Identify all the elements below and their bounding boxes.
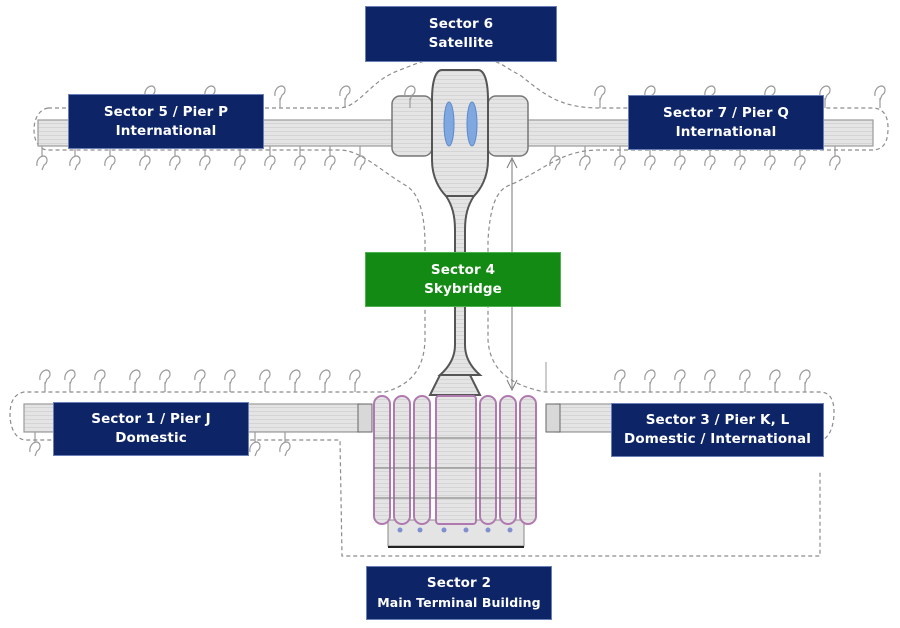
- aircraft-stand-icon: [339, 85, 351, 108]
- aircraft-stand-icon: [249, 432, 261, 457]
- sector-6-title: Sector 6: [428, 16, 494, 32]
- aircraft-stand-icon: [259, 369, 271, 392]
- aircraft-stand-icon: [819, 85, 831, 108]
- sector-5-title: Sector 5 / Pier P: [103, 103, 229, 120]
- aircraft-stand-icon: [289, 369, 301, 392]
- aircraft-stand-icon: [29, 432, 41, 457]
- aircraft-stand-icon: [294, 146, 306, 171]
- sector-4-title: Sector 4: [430, 261, 496, 278]
- aircraft-stand-icon: [644, 369, 656, 392]
- aircraft-stand-icon: [319, 369, 331, 392]
- sector-2-title: Sector 2: [426, 575, 492, 591]
- sector-7-subtitle: International: [675, 123, 777, 140]
- sector-4-subtitle: Skybridge: [424, 280, 502, 297]
- aircraft-stand-icon: [349, 369, 361, 392]
- aircraft-stand-icon: [194, 369, 206, 392]
- aircraft-stand-icon: [739, 369, 751, 392]
- aircraft-stand-icon: [274, 85, 286, 108]
- aircraft-stand-icon: [279, 432, 291, 457]
- sector-2-label[interactable]: Sector 2 Main Terminal Building: [366, 566, 552, 620]
- aircraft-stand-icon: [404, 85, 416, 108]
- aircraft-stand-icon: [264, 146, 276, 171]
- aircraft-stand-icon: [234, 146, 246, 171]
- aircraft-stands: [29, 85, 886, 457]
- sector-3-title: Sector 3 / Pier K, L: [645, 412, 790, 428]
- sector-1-subtitle: Domestic: [115, 430, 187, 446]
- aircraft-stand-icon: [614, 146, 626, 171]
- sector-3-subtitle: Domestic / International: [624, 431, 811, 447]
- aircraft-stand-icon: [199, 146, 211, 171]
- aircraft-stand-icon: [674, 369, 686, 392]
- main-terminal-building: [357, 374, 561, 548]
- aircraft-stand-icon: [324, 146, 336, 171]
- sector-5-subtitle: International: [115, 122, 217, 139]
- aircraft-stand-icon: [354, 146, 366, 171]
- sector-2-subtitle: Main Terminal Building: [377, 595, 541, 610]
- aircraft-stand-icon: [94, 369, 106, 392]
- aircraft-stand-icon: [704, 369, 716, 392]
- sector-6-label[interactable]: Sector 6 Satellite: [365, 6, 557, 62]
- aircraft-stand-icon: [159, 369, 171, 392]
- sector-3-label[interactable]: Sector 3 / Pier K, L Domestic / Internat…: [611, 403, 824, 457]
- sector-4-label[interactable]: Sector 4 Skybridge: [365, 252, 561, 307]
- aircraft-stand-icon: [64, 369, 76, 392]
- sector-1-title: Sector 1 / Pier J: [91, 411, 211, 427]
- aircraft-stand-icon: [36, 146, 48, 171]
- aircraft-stand-icon: [39, 369, 51, 392]
- aircraft-stand-icon: [224, 369, 236, 392]
- aircraft-stand-icon: [549, 146, 561, 171]
- aircraft-stand-icon: [829, 146, 841, 171]
- sector-7-label[interactable]: Sector 7 / Pier Q International: [628, 95, 824, 150]
- sector-6-subtitle: Satellite: [428, 35, 494, 51]
- aircraft-stand-icon: [799, 369, 811, 392]
- aircraft-stand-icon: [769, 369, 781, 392]
- sector-1-label[interactable]: Sector 1 / Pier J Domestic: [53, 402, 249, 456]
- sector-7-title: Sector 7 / Pier Q: [663, 104, 789, 121]
- sector-5-label[interactable]: Sector 5 / Pier P International: [68, 94, 264, 149]
- satellite-building: [391, 69, 529, 197]
- aircraft-stand-icon: [579, 146, 591, 171]
- aircraft-stand-icon: [874, 85, 886, 108]
- aircraft-stand-icon: [614, 369, 626, 392]
- aircraft-stand-icon: [594, 85, 606, 108]
- aircraft-stand-icon: [129, 369, 141, 392]
